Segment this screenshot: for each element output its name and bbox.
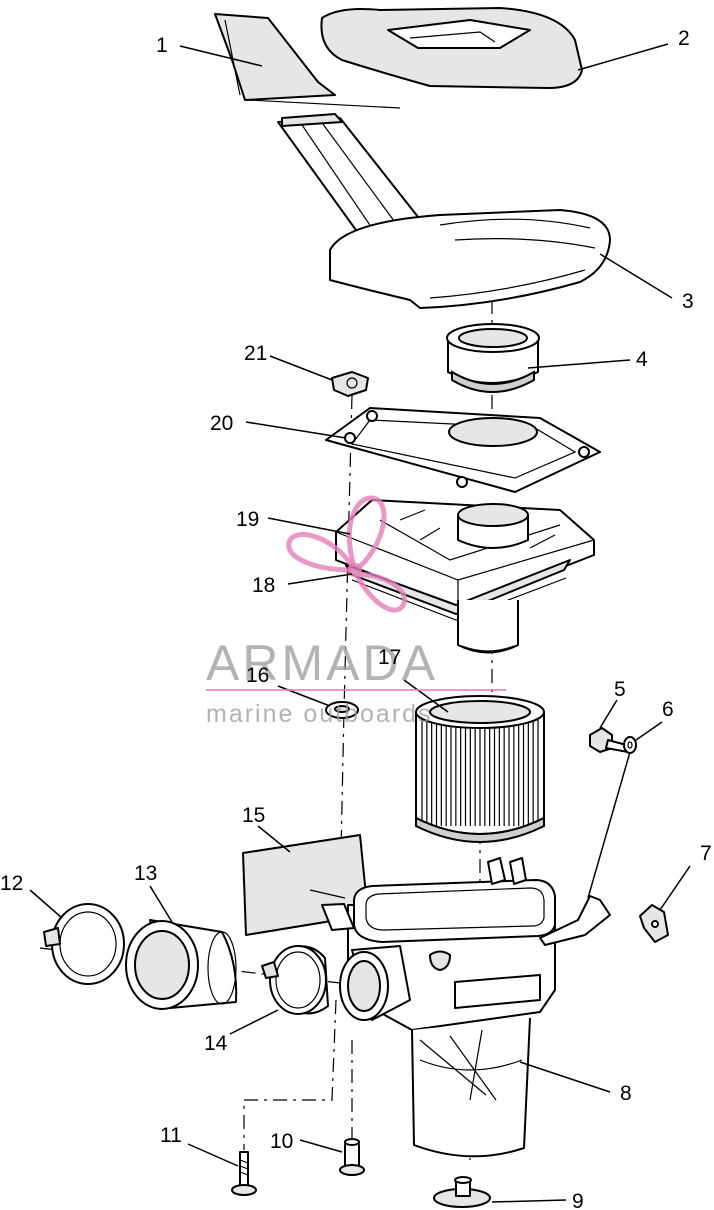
part-nut-21: [331, 371, 369, 397]
part-boot-13: [125, 919, 238, 1010]
callout-13: 13: [134, 862, 157, 885]
part-sleeve-10: [339, 1138, 365, 1176]
callout-5: 5: [614, 678, 626, 701]
callout-1: 1: [156, 34, 168, 57]
part-air-box: [321, 857, 611, 1158]
part-coupler: [446, 323, 540, 393]
part-pad: [320, 7, 583, 89]
callout-9: 9: [572, 1190, 584, 1210]
callout-10: 10: [270, 1130, 293, 1153]
callout-11: 11: [160, 1124, 182, 1147]
callout-15: 15: [242, 804, 265, 827]
callout-3: 3: [682, 290, 694, 313]
watermark-propeller-logo: [286, 495, 407, 613]
part-gasket: [345, 559, 571, 621]
callout-14: 14: [204, 1032, 228, 1055]
callout-17: 17: [378, 646, 401, 669]
callout-21: 21: [244, 342, 267, 365]
watermark-brand: ARMADA: [206, 635, 438, 691]
callout-18: 18: [252, 574, 275, 597]
callout-4: 4: [636, 348, 648, 371]
part-filter-cover: [335, 499, 595, 609]
callout-20: 20: [210, 412, 233, 435]
part-bolt-11: [231, 1151, 257, 1196]
callout-7: 7: [700, 842, 712, 865]
part-cover-outlet: [457, 600, 519, 654]
part-intake-silencer: [277, 113, 611, 309]
leader-lines: [29, 43, 691, 1203]
part-drain-plug-9: [433, 1176, 491, 1208]
callout-8: 8: [620, 1082, 632, 1105]
part-air-box-outlet: [339, 945, 411, 1021]
part-air-filter-element: [415, 695, 545, 843]
part-clamp-12: [43, 903, 125, 985]
callout-numbers: 1 2 3 4 5 6 7 8 9 10 11 12 13 14 15 16 1…: [0, 27, 712, 1210]
part-washer-16: [325, 701, 359, 719]
part-decal-top: [214, 13, 401, 109]
watermark-tagline: marine outboards: [206, 700, 433, 728]
callout-2: 2: [678, 27, 690, 50]
callout-16: 16: [246, 664, 269, 687]
callout-12: 12: [0, 872, 23, 895]
watermark: ARMADA marine outboards: [206, 635, 506, 728]
part-washer-6: [623, 736, 637, 754]
callout-6: 6: [662, 698, 674, 721]
callout-19: 19: [236, 508, 259, 531]
part-cover-plate: [325, 407, 601, 493]
part-clip-7: [639, 904, 669, 943]
part-clamp-14: [261, 945, 329, 1015]
